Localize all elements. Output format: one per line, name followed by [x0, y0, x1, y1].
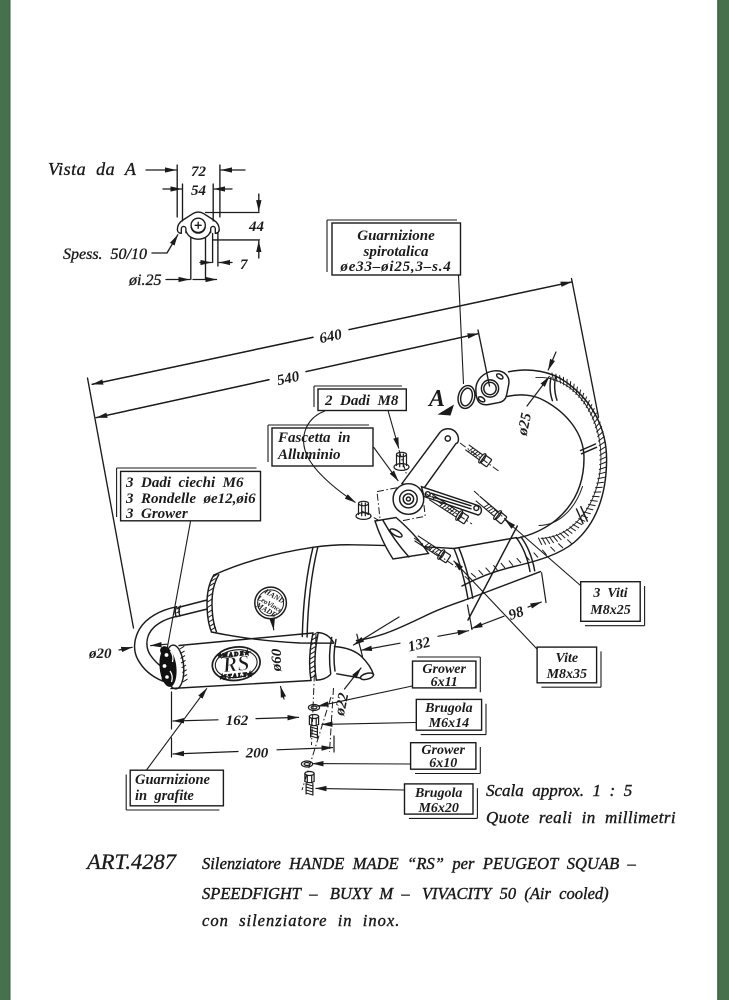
svg-text:Grower: Grower — [422, 662, 466, 677]
svg-text:Quote reali in millimetri: Quote reali in millimetri — [486, 808, 676, 827]
svg-text:øe33–øi25,3–s.4: øe33–øi25,3–s.4 — [339, 259, 451, 275]
svg-text:ART.4287: ART.4287 — [85, 849, 178, 874]
svg-text:A: A — [427, 386, 445, 412]
svg-text:M6x20: M6x20 — [417, 801, 458, 816]
svg-text:98: 98 — [507, 604, 527, 624]
svg-text:3 Dadi ciechi M6: 3 Dadi ciechi M6 — [125, 475, 244, 491]
svg-text:★M A D E★: ★M A D E★ — [217, 649, 252, 660]
svg-text:RS: RS — [220, 650, 250, 678]
svg-text:øi.25: øi.25 — [128, 272, 161, 289]
svg-text:Vista da A: Vista da A — [48, 159, 137, 179]
svg-text:54: 54 — [191, 183, 207, 199]
svg-text:Grower: Grower — [421, 743, 465, 758]
svg-text:M6x14: M6x14 — [428, 716, 469, 731]
svg-text:Silenziatore HANDE MADE “RS: Silenziatore HANDE MADE “RS” per PEUGEOT… — [202, 854, 637, 873]
svg-text:640: 640 — [318, 327, 344, 347]
svg-text:ø22: ø22 — [332, 691, 353, 718]
svg-text:3 Rondelle øe12,øi6: 3 Rondelle øe12,øi6 — [125, 491, 256, 507]
svg-text:M8x25: M8x25 — [589, 603, 630, 618]
svg-text:6x10: 6x10 — [429, 756, 457, 771]
svg-text:★I T A L Y★: ★I T A L Y★ — [218, 671, 253, 682]
svg-text:ø25: ø25 — [515, 411, 536, 438]
svg-text:132: 132 — [406, 634, 432, 655]
svg-text:3 Viti: 3 Viti — [592, 586, 627, 601]
svg-text:Fascetta in: Fascetta in — [277, 430, 351, 446]
svg-text:162: 162 — [226, 713, 249, 729]
svg-text:ø20: ø20 — [88, 646, 112, 662]
svg-text:Brugola: Brugola — [414, 786, 462, 801]
svg-text:Vite: Vite — [556, 651, 579, 666]
svg-text:M8x35: M8x35 — [546, 667, 587, 682]
svg-text:200: 200 — [245, 746, 269, 762]
svg-text:44: 44 — [248, 219, 265, 235]
svg-text:Brugola: Brugola — [424, 701, 472, 716]
svg-text:in grafite: in grafite — [135, 788, 194, 804]
svg-text:SPEEDFIGHT – BUXY M – V: SPEEDFIGHT – BUXY M – VIVACITY 50 (Air c… — [202, 884, 609, 903]
svg-text:6x11: 6x11 — [431, 675, 458, 690]
svg-text:3 Grower: 3 Grower — [125, 506, 188, 522]
svg-text:Alluminio: Alluminio — [277, 447, 341, 463]
svg-text:Guarnizione: Guarnizione — [135, 772, 211, 788]
svg-text:Scala approx. 1 : 5: Scala approx. 1 : 5 — [486, 781, 632, 800]
svg-text:540: 540 — [276, 369, 302, 390]
svg-text:con silenziatore in inox.: con silenziatore in inox. — [202, 911, 400, 930]
svg-text:7: 7 — [240, 257, 248, 273]
svg-text:ø60: ø60 — [269, 648, 285, 672]
svg-text:Spess. 50/10: Spess. 50/10 — [63, 246, 147, 263]
svg-text:2 Dadi M8: 2 Dadi M8 — [324, 393, 399, 409]
svg-text:72: 72 — [191, 164, 207, 180]
svg-text:Guarnizione: Guarnizione — [357, 228, 435, 244]
svg-text:spirotalica: spirotalica — [362, 244, 429, 260]
